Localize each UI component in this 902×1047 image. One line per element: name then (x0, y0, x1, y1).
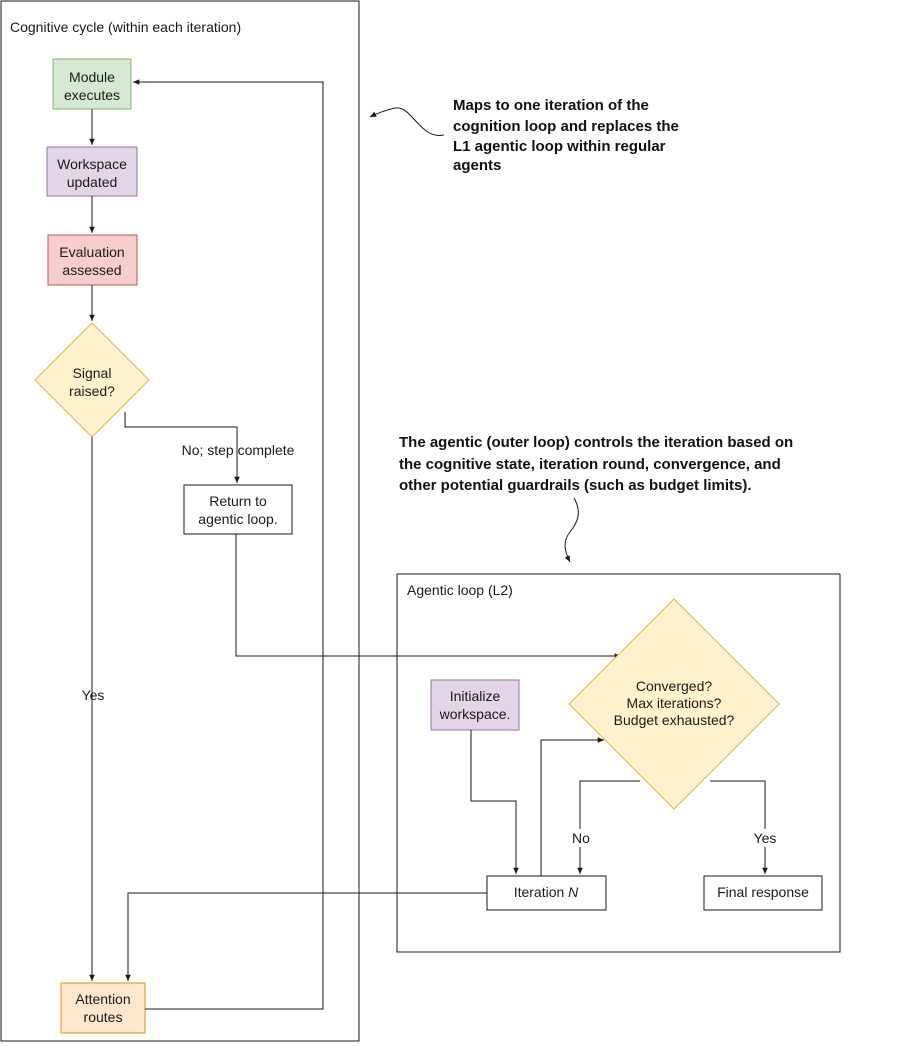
workspace-updated-line1: Workspace (57, 156, 127, 172)
maps-note-line3: L1 agentic loop within regular (453, 138, 666, 155)
initialize-workspace-line2: workspace. (439, 706, 511, 722)
edge-signal-no-to-return (124, 412, 240, 483)
edge-converged-no-to-iteration (577, 780, 640, 874)
outer-loop-note: The agentic (outer loop) controls the it… (399, 434, 793, 494)
attention-routes-line2: routes (84, 1009, 123, 1025)
maps-note-line4: agents (453, 157, 501, 174)
iteration-variable: N (568, 884, 579, 900)
evaluation-assessed-line1: Evaluation (59, 244, 124, 260)
outer-note-pointer (564, 497, 579, 563)
converged-line1: Converged? (636, 678, 712, 694)
module-executes-node: Module executes (52, 58, 132, 110)
converged-decision: Converged? Max iterations? Budget exhaus… (568, 598, 780, 810)
agentic-yes-label: Yes (754, 830, 777, 846)
agentic-no-label-bg (566, 829, 596, 847)
iteration-label: Iteration N (514, 884, 579, 900)
outer-note-line2: the cognitive state, iteration round, co… (399, 456, 781, 473)
final-response-node: Final response (703, 875, 823, 911)
agentic-loop-title: Agentic loop (L2) (407, 582, 513, 598)
outer-note-line1: The agentic (outer loop) controls the it… (399, 434, 793, 451)
attention-routes-node: Attention routes (60, 982, 146, 1034)
no-step-complete-label-bg (176, 440, 300, 460)
iteration-n-node: Iteration N (486, 875, 607, 911)
signal-raised-line2: raised? (69, 383, 115, 399)
signal-raised-line1: Signal (73, 365, 112, 381)
signal-raised-decision: Signal raised? (34, 322, 150, 438)
agentic-no-label: No (572, 830, 590, 846)
return-to-agentic-line2: agentic loop. (198, 511, 277, 527)
initialize-workspace-line1: Initialize (450, 688, 501, 704)
return-to-agentic-line1: Return to (209, 493, 267, 509)
converged-line2: Max iterations? (627, 695, 722, 711)
maps-note-line1: Maps to one iteration of the (453, 97, 649, 114)
maps-note-line2: cognition loop and replaces the (453, 118, 679, 135)
cognitive-cycle-title: Cognitive cycle (within each iteration) (10, 19, 241, 35)
workspace-updated-node: Workspace updated (46, 146, 138, 197)
final-response-label: Final response (717, 884, 809, 900)
iteration-prefix: Iteration (514, 884, 568, 900)
initialize-workspace-node: Initialize workspace. (430, 679, 520, 731)
module-executes-line2: executes (64, 87, 120, 103)
maps-note: Maps to one iteration of the cognition l… (453, 97, 679, 174)
attention-routes-line1: Attention (75, 991, 130, 1007)
agentic-yes-label-bg (748, 829, 782, 847)
agentic-loop-frame (396, 573, 841, 953)
yes-label-bg (78, 686, 108, 704)
maps-note-pointer (369, 107, 445, 136)
edge-iteration-to-attention (125, 892, 487, 981)
evaluation-assessed-line2: assessed (62, 262, 121, 278)
cognitive-cycle-frame (0, 0, 360, 1042)
evaluation-assessed-node: Evaluation assessed (47, 234, 138, 286)
yes-label: Yes (82, 687, 105, 703)
return-to-agentic-loop-node: Return to agentic loop. (183, 484, 293, 535)
edge-initialize-to-iteration (470, 730, 519, 874)
no-step-complete-label: No; step complete (182, 442, 295, 458)
edge-iteration-to-converged (540, 737, 604, 876)
module-executes-line1: Module (69, 69, 115, 85)
edge-converged-yes-to-final (710, 780, 768, 874)
converged-line3: Budget exhausted? (614, 712, 735, 728)
workspace-updated-line2: updated (67, 174, 118, 190)
edge-return-to-converged (235, 534, 621, 659)
edge-attention-to-module (133, 79, 324, 1010)
outer-note-line3: other potential guardrails (such as budg… (399, 477, 752, 494)
